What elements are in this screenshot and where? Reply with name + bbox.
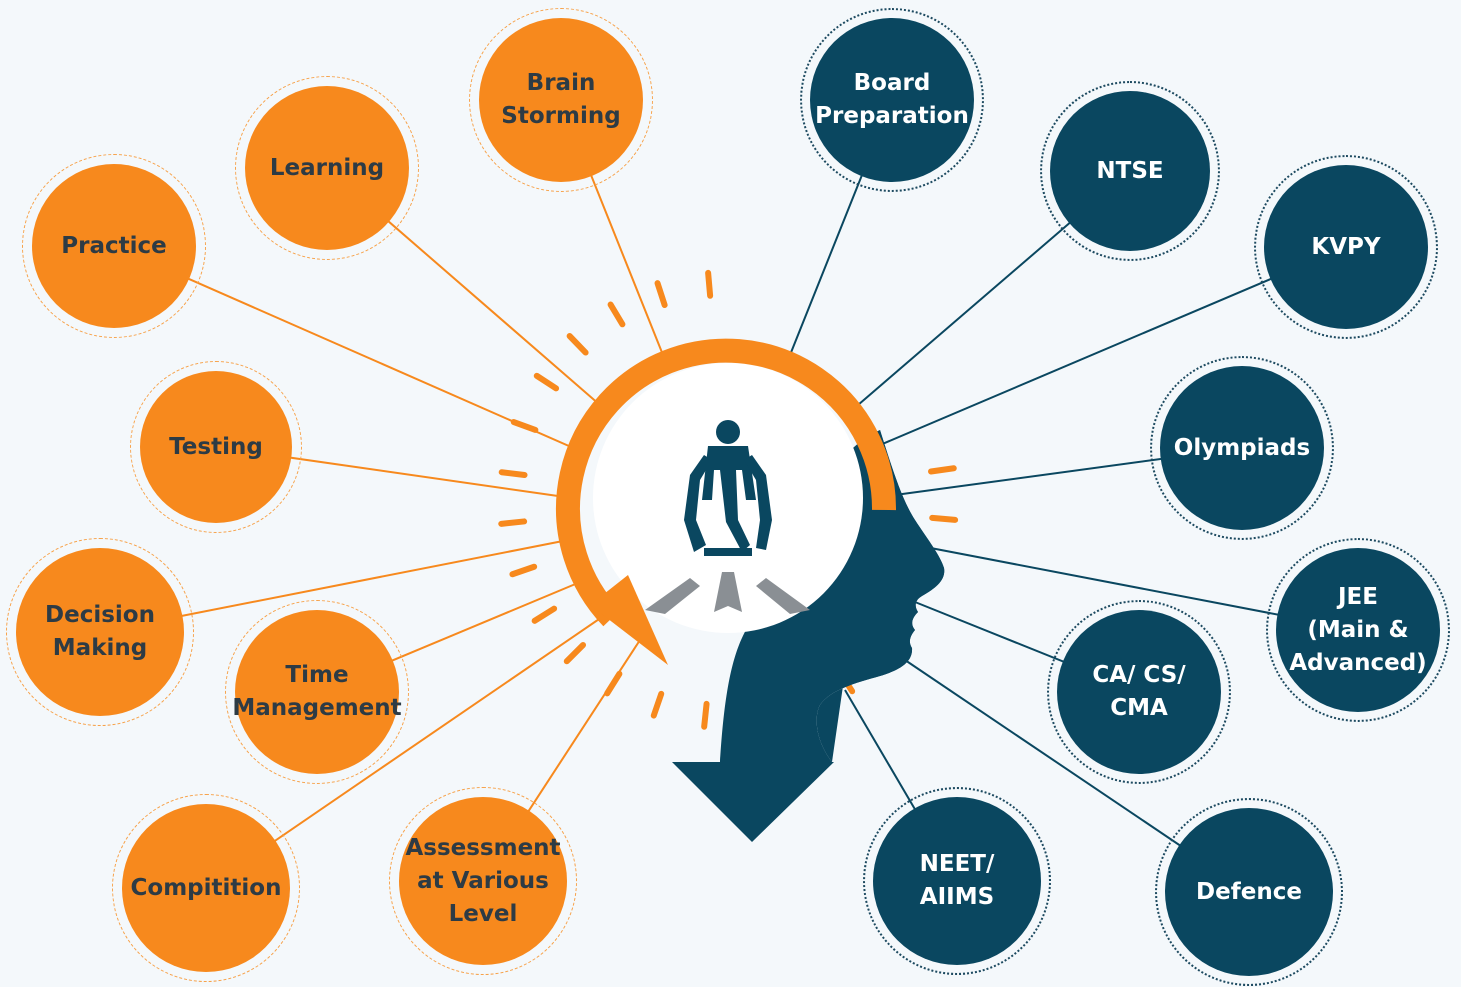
node-disc: Practice [32,164,196,328]
node-ring [800,8,984,192]
node-disc: Assessment at Various Level [399,797,567,965]
node-ring [22,154,206,338]
node-label: Decision Making [45,602,155,661]
node-ring [225,600,409,784]
node-ntse: NTSE [1040,81,1220,261]
node-ring [863,787,1051,975]
node-label: NTSE [1096,157,1164,184]
burst-ray [510,419,539,433]
node-disc: CA/ CS/ CMA [1057,610,1221,774]
node-disc: JEE (Main & Advanced) [1276,548,1440,712]
node-label: Board Preparation [815,70,969,129]
burst-ray [533,372,560,392]
node-ring [130,361,302,533]
node-label: NEET/ AIIMS [919,851,995,910]
node-disc: NTSE [1050,91,1210,251]
burst-ray [607,301,626,328]
node-kvpy: KVPY [1254,155,1438,339]
burst-ray [566,332,589,356]
node-label: Olympiads [1173,434,1311,461]
node-disc: Time Management [232,610,402,774]
node-disc: NEET/ AIIMS [873,797,1041,965]
node-label: Learning [269,154,385,181]
node-label: Time Management [232,662,402,721]
node-olympiads: Olympiads [1150,356,1334,540]
node-disc: Learning [245,86,409,250]
node-ca-cs-cma: CA/ CS/ CMA [1047,600,1231,784]
node-label: Assessment at Various Level [405,834,561,927]
node-disc: Compitition [122,804,290,972]
node-disc: Defence [1165,808,1333,976]
node-time-management: Time Management [225,600,409,784]
curved-arrow-icon [556,338,897,627]
burst-ray [929,514,959,523]
node-ring [469,8,653,192]
node-ring [235,76,419,260]
burst-ray [498,469,528,479]
node-label: KVPY [1311,233,1381,260]
node-disc: Testing [140,371,292,523]
node-disc: KVPY [1264,165,1428,329]
burst-ray [705,269,714,299]
start-arrows-icon [645,572,810,614]
node-brain-storming: Brain Storming [469,8,653,192]
node-ring [389,787,577,975]
node-disc: Decision Making [16,548,184,716]
node-assessment: Assessment at Various Level [389,787,577,975]
sprinter-icon [684,420,772,556]
curved-arrow-head [590,575,668,665]
node-label: CA/ CS/ CMA [1092,662,1186,721]
burst-ray [650,690,665,719]
node-jee: JEE (Main & Advanced) [1266,538,1450,722]
node-ring [1047,600,1231,784]
node-ring [112,794,300,982]
node-ring [1266,538,1450,722]
node-board-preparation: Board Preparation [800,8,984,192]
head-back-fill [720,430,945,762]
node-label: Compitition [130,874,282,901]
node-disc: Brain Storming [479,18,643,182]
node-defence: Defence [1155,798,1343,986]
node-ring [6,538,194,726]
node-label: Brain Storming [501,70,621,129]
burst-ray [563,641,587,665]
node-learning: Learning [235,76,419,260]
burst-ray [701,700,710,730]
burst-ray [654,280,668,309]
node-neet-aiims: NEET/ AIIMS [863,787,1051,975]
node-label: JEE (Main & Advanced) [1289,583,1427,676]
node-compitition: Compitition [112,794,300,982]
node-ring [1150,356,1334,540]
node-ring [1254,155,1438,339]
node-ring [1040,81,1220,261]
node-disc: Board Preparation [810,18,974,182]
node-practice: Practice [22,154,206,338]
node-label: Practice [61,232,167,259]
burst-ray [498,518,528,527]
node-label: Defence [1196,878,1302,905]
node-ring [1155,798,1343,986]
node-label: Testing [169,433,263,460]
node-testing: Testing [130,361,302,533]
node-decision-making: Decision Making [6,538,194,726]
burst-ray [531,605,558,624]
node-disc: Olympiads [1160,366,1324,530]
burst-ray [604,670,623,697]
burst-ray [509,563,538,578]
burst-ray [928,465,957,475]
